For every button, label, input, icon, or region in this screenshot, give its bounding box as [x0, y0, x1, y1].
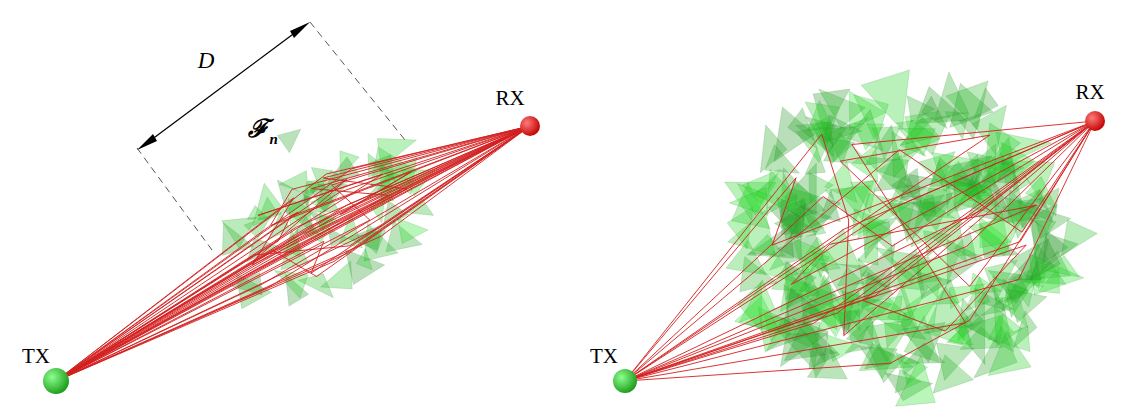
ray-path	[56, 126, 530, 381]
antenna-label: RX	[1075, 82, 1104, 103]
ray-path	[625, 121, 1095, 381]
rx-sphere	[1085, 111, 1105, 131]
facet-triangle	[896, 355, 936, 406]
ray-path	[56, 126, 530, 381]
tx-sphere	[613, 369, 637, 393]
facet-triangle	[1061, 220, 1097, 256]
ray-path	[56, 126, 530, 381]
facet-triangle	[755, 170, 804, 218]
ray-path	[625, 121, 1095, 381]
ray-path	[56, 126, 530, 381]
ray-path	[56, 126, 530, 381]
ray-path	[625, 121, 1095, 381]
ray-path	[625, 121, 1095, 381]
ray-path	[56, 126, 530, 381]
ray-path	[56, 126, 530, 381]
ray-path	[56, 126, 530, 381]
dimension-marks	[137, 22, 405, 250]
ray-path	[625, 121, 1095, 381]
ray-path	[625, 121, 1095, 381]
ray-path	[56, 126, 530, 381]
dimension-label: D	[197, 49, 216, 72]
rx-sphere	[520, 116, 540, 136]
facet-triangle	[1008, 289, 1047, 322]
ray-path	[56, 126, 530, 381]
facet-triangle	[398, 218, 428, 243]
facet-triangle	[946, 81, 988, 130]
facet-triangle	[838, 267, 865, 286]
ray-path	[56, 126, 530, 381]
ray-path	[56, 126, 530, 381]
ray-path	[625, 121, 1095, 381]
facet-cloud	[222, 70, 1098, 406]
ray-path	[625, 121, 1095, 381]
facet-triangle	[808, 101, 834, 131]
ray-path	[625, 121, 1095, 381]
ray-path	[56, 126, 530, 381]
facet-triangle	[899, 175, 938, 205]
facet-triangle	[857, 194, 910, 240]
ray-path	[56, 126, 530, 381]
facet-symbol: ℱ	[247, 116, 270, 141]
facet-subscript: n	[269, 132, 279, 147]
facet-triangle	[739, 280, 775, 322]
ray-path	[56, 126, 530, 381]
antenna-label: TX	[590, 346, 618, 367]
ray-path	[56, 126, 530, 381]
ray-path	[56, 126, 530, 381]
ray-path	[56, 126, 530, 381]
facet-triangle	[901, 117, 939, 145]
ray-path	[56, 126, 530, 381]
ray-path	[56, 126, 530, 381]
ray-path	[625, 121, 1095, 381]
antenna-spheres	[43, 111, 1105, 394]
ray-path	[625, 121, 1095, 381]
facet-triangle	[277, 129, 300, 153]
ray-path	[625, 121, 1095, 381]
ray-path	[625, 121, 1095, 381]
ray-path	[56, 126, 530, 381]
facet-triangle	[1030, 236, 1060, 279]
ray-path	[56, 126, 530, 381]
dimension-extension	[137, 148, 212, 250]
antenna-label-box: RX	[1073, 82, 1106, 103]
tx-sphere	[43, 368, 69, 394]
ray-path	[56, 126, 530, 381]
antenna-label-box: TX	[588, 346, 620, 367]
antenna-label: TX	[22, 346, 50, 367]
facet-triangle	[949, 325, 973, 345]
ray-path	[56, 126, 530, 381]
ray-path	[625, 121, 1095, 381]
antenna-label-box: TX	[20, 346, 52, 367]
ray-path	[56, 126, 530, 381]
antenna-label-box: RX	[493, 88, 526, 109]
ray-paths	[56, 121, 1095, 381]
antenna-label: RX	[495, 88, 524, 109]
ray-path	[56, 126, 530, 381]
ray-path	[625, 121, 1095, 381]
ray-path	[56, 126, 530, 381]
arrow-head	[137, 134, 157, 150]
dimension-extension	[310, 22, 405, 140]
ray-path	[625, 121, 1095, 381]
dimension-line	[143, 26, 304, 146]
ray-path	[56, 126, 530, 381]
facet-triangle	[985, 123, 1021, 173]
ray-path	[56, 126, 530, 381]
arrow-head	[290, 22, 310, 38]
ray-path	[56, 126, 530, 381]
facet-triangle	[937, 343, 975, 381]
ray-path	[56, 126, 530, 381]
ray-path	[625, 121, 1095, 381]
ray-path	[625, 121, 1095, 381]
facet-triangle	[749, 235, 785, 256]
ray-path	[56, 126, 530, 381]
